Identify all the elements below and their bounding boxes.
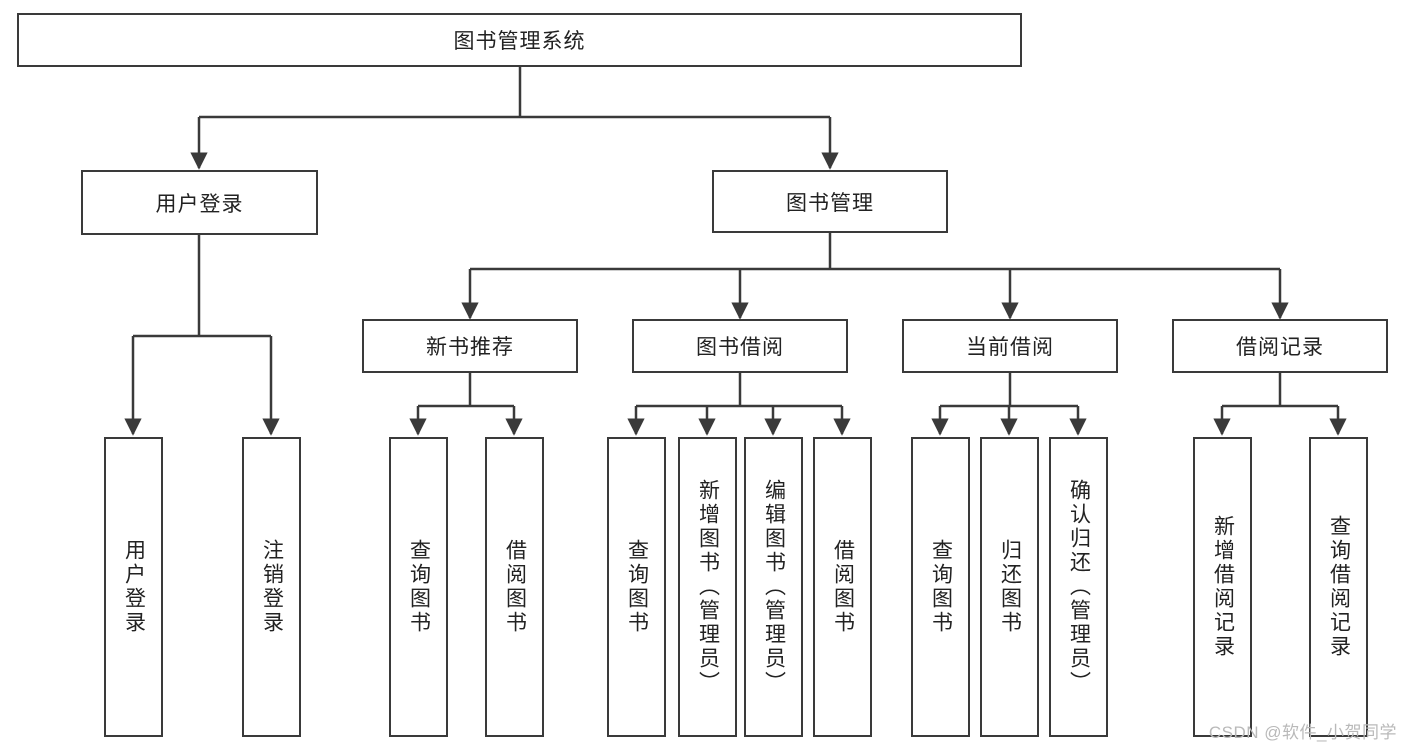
node-label: 图书管理 — [786, 191, 874, 215]
node-label: 当前借阅 — [966, 336, 1054, 359]
node-label: 借阅图书 — [831, 539, 855, 635]
node-label: 借阅图书 — [503, 539, 527, 635]
node-current-borrow[interactable]: 当前借阅 — [902, 319, 1118, 373]
node-book-management-system[interactable]: 图书管理系统 — [17, 13, 1022, 67]
node-label: 查询借阅记录 — [1327, 515, 1351, 659]
leaf-add-borrow-record[interactable]: 新增借阅记录 — [1193, 437, 1252, 737]
node-new-book-recommend[interactable]: 新书推荐 — [362, 319, 578, 373]
node-label: 编辑图书（管理员） — [762, 479, 786, 695]
node-label: 图书管理系统 — [453, 30, 586, 53]
node-label: 查询图书 — [407, 539, 431, 635]
node-label: 确认归还（管理员） — [1067, 479, 1091, 695]
node-label: 借阅记录 — [1236, 336, 1324, 359]
leaf-borrow-book[interactable]: 借阅图书 — [813, 437, 872, 737]
leaf-query-book-new[interactable]: 查询图书 — [389, 437, 448, 737]
leaf-borrow-book-new[interactable]: 借阅图书 — [485, 437, 544, 737]
leaf-user-login[interactable]: 用户登录 — [104, 437, 163, 737]
leaf-add-book-admin[interactable]: 新增图书（管理员） — [678, 437, 737, 737]
node-label: 用户登录 — [122, 539, 146, 635]
leaf-confirm-return-admin[interactable]: 确认归还（管理员） — [1049, 437, 1108, 737]
node-user-login[interactable]: 用户登录 — [81, 170, 318, 235]
node-label: 注销登录 — [260, 539, 284, 635]
leaf-query-book-borrow[interactable]: 查询图书 — [607, 437, 666, 737]
node-label: 新书推荐 — [426, 336, 514, 359]
node-label: 查询图书 — [625, 539, 649, 635]
leaf-query-book-current[interactable]: 查询图书 — [911, 437, 970, 737]
node-label: 归还图书 — [998, 539, 1022, 635]
node-book-borrow[interactable]: 图书借阅 — [632, 319, 848, 373]
node-label: 用户登录 — [155, 192, 244, 216]
node-label: 新增借阅记录 — [1211, 515, 1235, 659]
node-borrow-record[interactable]: 借阅记录 — [1172, 319, 1388, 373]
leaf-logout[interactable]: 注销登录 — [242, 437, 301, 737]
leaf-query-borrow-record[interactable]: 查询借阅记录 — [1309, 437, 1368, 737]
leaf-edit-book-admin[interactable]: 编辑图书（管理员） — [744, 437, 803, 737]
node-book-management[interactable]: 图书管理 — [712, 170, 948, 233]
node-label: 图书借阅 — [696, 336, 784, 359]
leaf-return-book[interactable]: 归还图书 — [980, 437, 1039, 737]
node-label: 新增图书（管理员） — [696, 479, 720, 695]
node-label: 查询图书 — [929, 539, 953, 635]
